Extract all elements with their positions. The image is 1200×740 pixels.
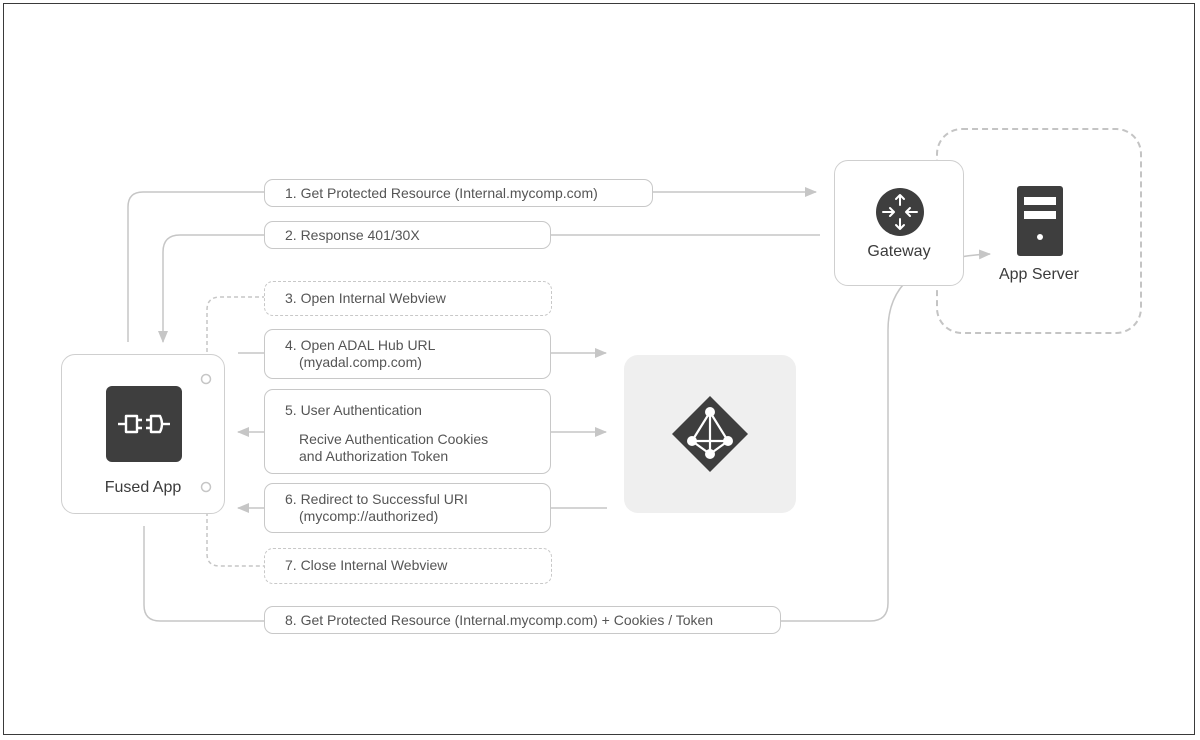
port-circle-icon — [200, 373, 212, 385]
fused-app-label: Fused App — [104, 479, 182, 496]
connector-step-1 — [127, 191, 264, 342]
gateway-node: Gateway — [834, 160, 964, 286]
fused-app-node: Fused App — [61, 354, 225, 514]
step-7-label: 7. Close Internal Webview — [264, 548, 552, 584]
connector-step-8 — [143, 526, 264, 622]
router-arrows-icon — [876, 188, 924, 236]
port-circle-icon — [200, 481, 212, 493]
step-5-label: 5. User Authentication Recive Authentica… — [264, 389, 551, 474]
step-8-label: 8. Get Protected Resource (Internal.myco… — [264, 606, 781, 634]
gateway-label: Gateway — [867, 243, 931, 260]
plug-connector-icon — [106, 386, 182, 462]
identity-provider-tile — [624, 355, 796, 513]
step-4-label: 4. Open ADAL Hub URL (myadal.comp.com) — [264, 329, 551, 379]
app-server-zone: App Server — [936, 128, 1142, 334]
server-tower-icon — [1017, 186, 1063, 256]
step-2-label: 2. Response 401/30X — [264, 221, 551, 249]
connector-step-7 — [206, 491, 264, 567]
step-1-label: 1. Get Protected Resource (Internal.myco… — [264, 179, 653, 207]
step-6-label: 6. Redirect to Successful URI (mycomp://… — [264, 483, 551, 533]
diagram-frame — [3, 3, 1195, 735]
connector-step-2-arrow — [158, 234, 264, 343]
app-server-label: App Server — [998, 266, 1080, 283]
step-3-label: 3. Open Internal Webview — [264, 281, 552, 316]
azure-ad-diamond-icon — [672, 396, 748, 472]
connector-step-3 — [206, 296, 264, 373]
